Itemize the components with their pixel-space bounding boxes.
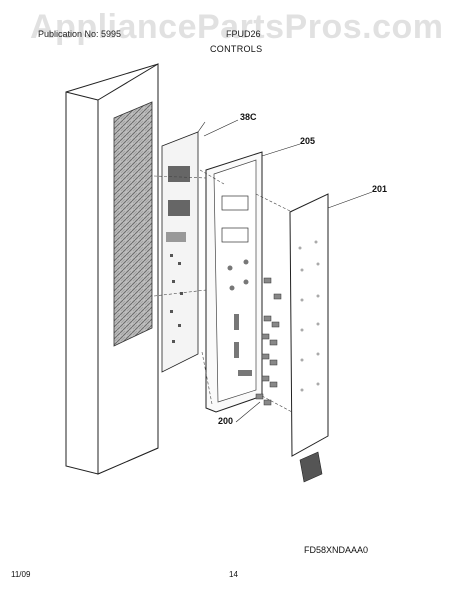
buttons-200 xyxy=(255,277,282,406)
callout-201: 201 xyxy=(372,184,388,194)
alignment-lines xyxy=(153,169,293,413)
callout-38c: 38C xyxy=(240,112,257,122)
control-housing-205 xyxy=(205,151,263,413)
model-code: FD58XNDAAA0 xyxy=(304,545,369,555)
ribbon-connector xyxy=(299,451,323,483)
model-header: FPUD26 xyxy=(226,29,261,39)
control-board-38c xyxy=(161,121,206,373)
callout-205: 205 xyxy=(300,136,316,146)
door-panel xyxy=(65,63,159,475)
textured-front-panel xyxy=(113,101,153,347)
section-title: CONTROLS xyxy=(210,44,263,54)
watermark: AppliancePartsPros.com xyxy=(30,8,444,46)
overlay-panel-201 xyxy=(289,193,329,483)
footer-date: 11/09 xyxy=(11,570,31,579)
callout-200: 200 xyxy=(218,416,234,426)
publication-number: Publication No: 5995 xyxy=(38,29,122,39)
leader-lines xyxy=(203,119,373,423)
page-number: 14 xyxy=(229,570,238,579)
